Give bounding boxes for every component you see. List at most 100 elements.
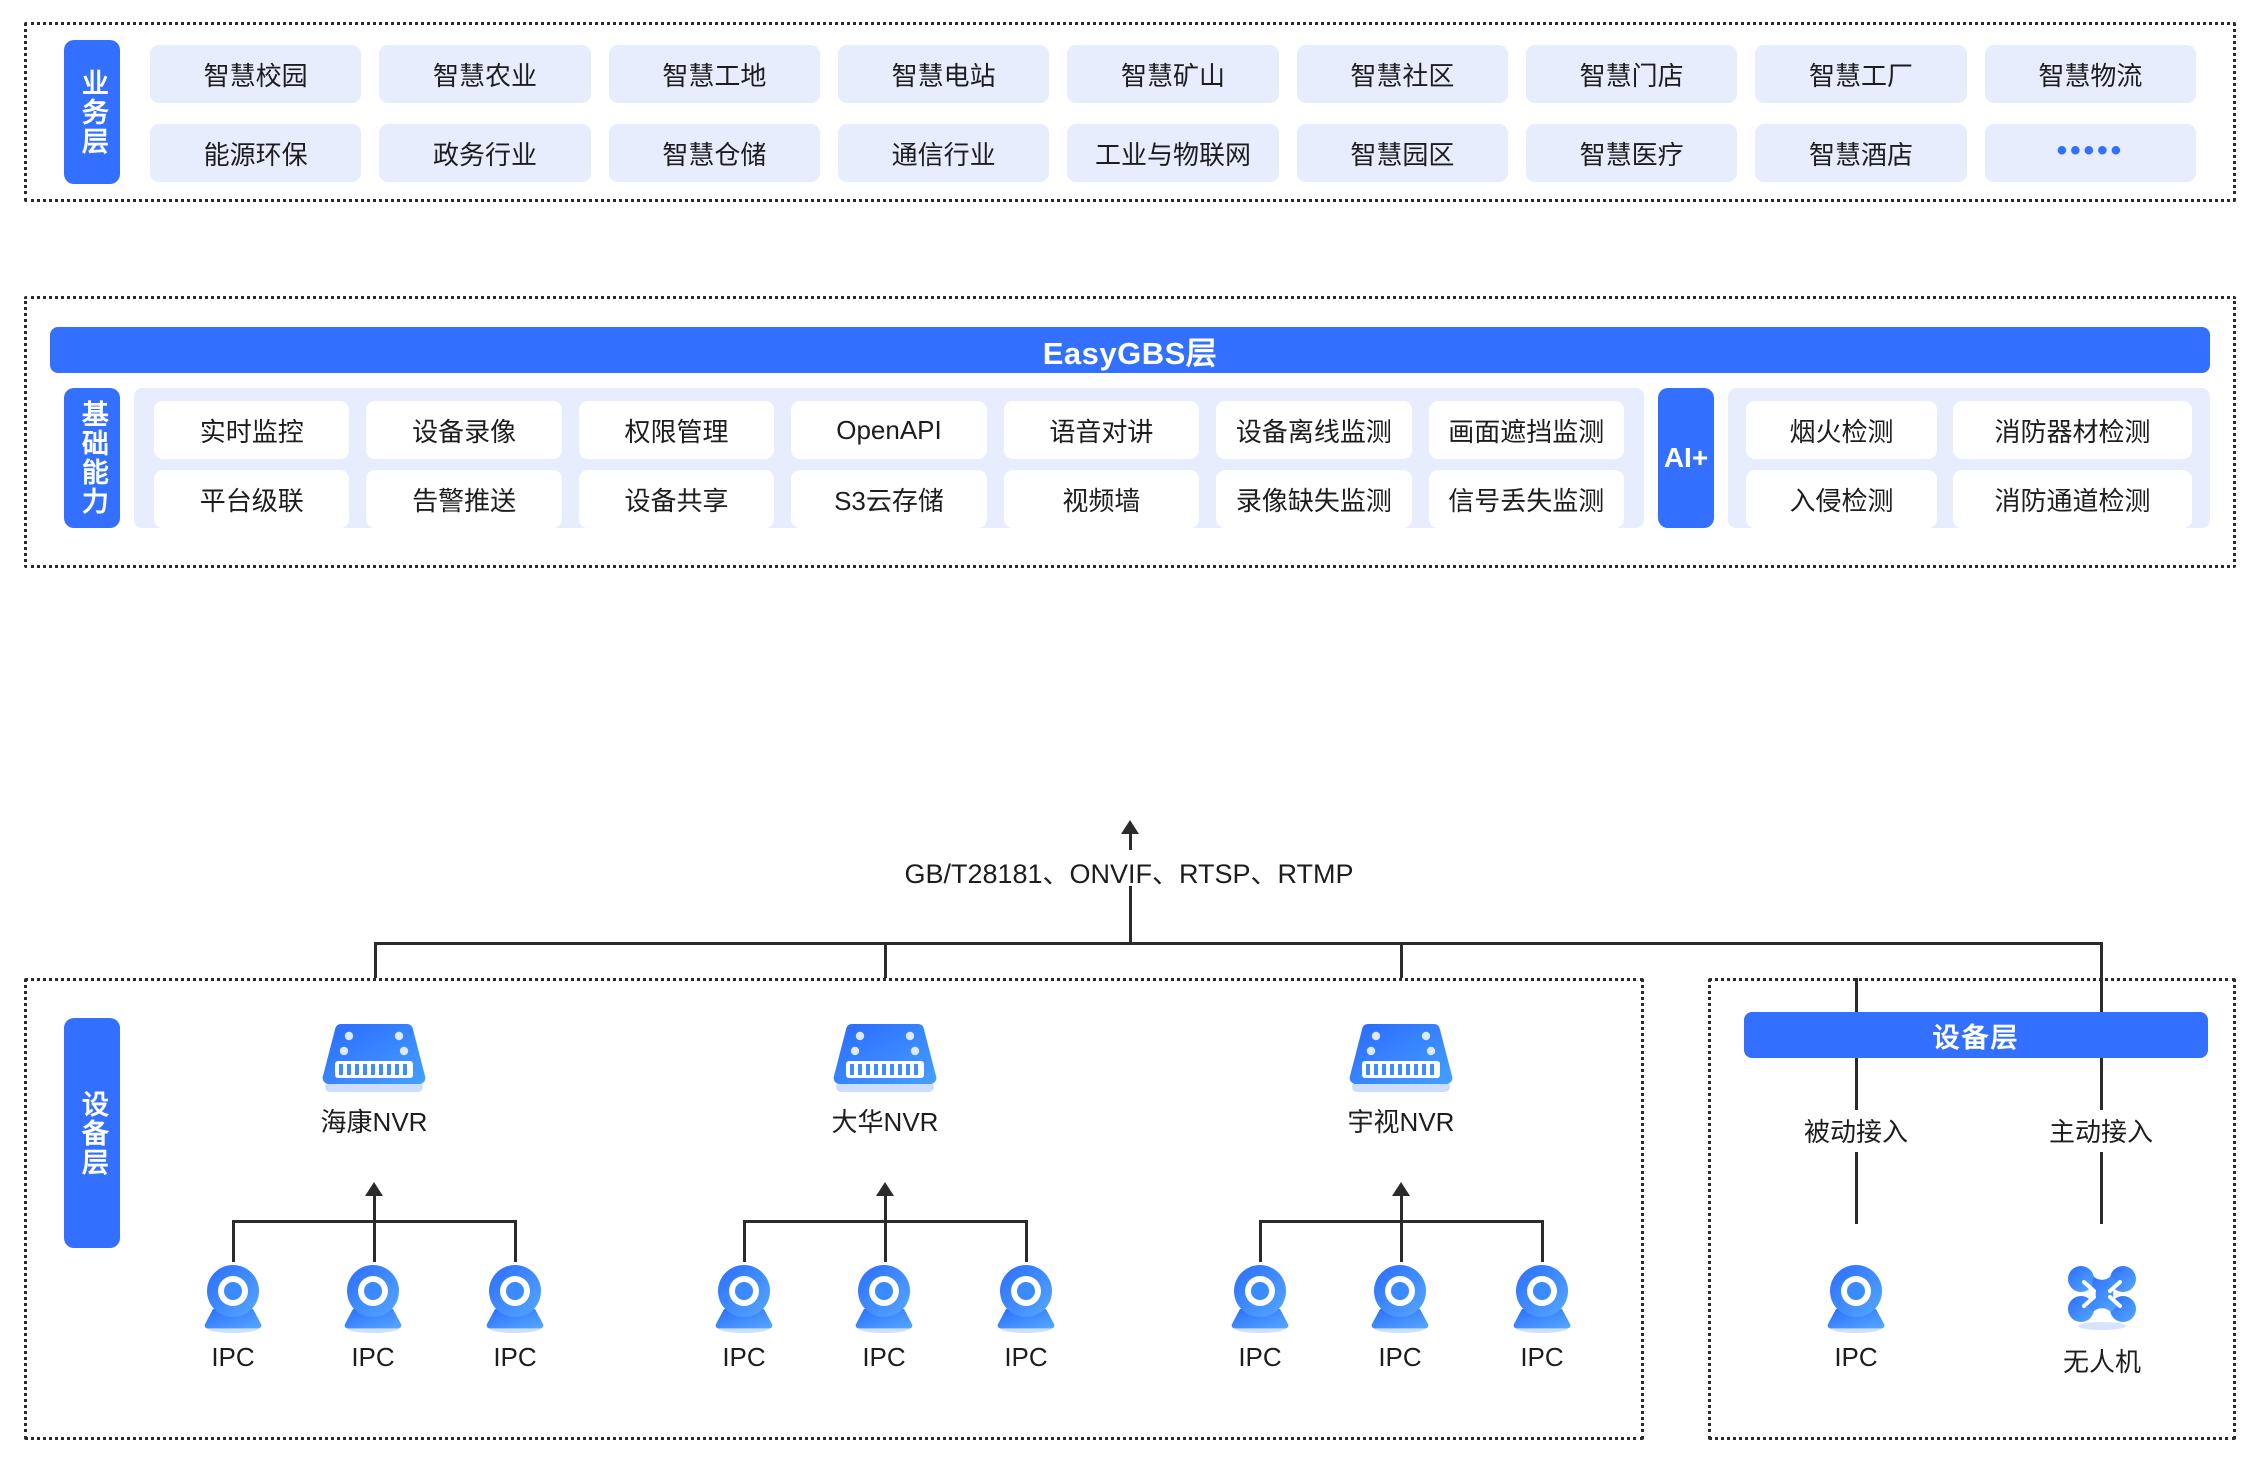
capability-chip[interactable]: 设备离线监测 xyxy=(1216,401,1412,459)
access-ipc-label: IPC xyxy=(1834,1342,1878,1372)
access-active-line-bottom xyxy=(2100,1152,2103,1224)
drone-node[interactable]: 无人机 xyxy=(2063,1262,2141,1379)
nvr-label: 宇视NVR xyxy=(1347,1107,1455,1137)
nvr-node-uniview[interactable]: 宇视NVR xyxy=(1342,1020,1460,1139)
nvr-label: 海康NVR xyxy=(320,1107,428,1137)
nvr2-uplink-arrow xyxy=(876,1182,894,1196)
business-chip[interactable]: 政务行业 xyxy=(379,124,591,182)
ipc-node[interactable]: IPC xyxy=(339,1262,407,1373)
ai-chip[interactable]: 入侵检测 xyxy=(1746,470,1938,528)
capability-chip[interactable]: 权限管理 xyxy=(578,401,775,459)
nvr2-cam-branch-1 xyxy=(743,1220,746,1262)
drone-label: 无人机 xyxy=(2063,1347,2142,1377)
business-chip[interactable]: 智慧校园 xyxy=(150,45,362,103)
business-chip[interactable]: 智慧农业 xyxy=(379,45,591,103)
ipc-camera-icon xyxy=(997,1265,1055,1333)
ipc-camera-icon xyxy=(1231,1265,1289,1333)
nvr-node-haikang[interactable]: 海康NVR xyxy=(315,1020,433,1139)
nvr-icon xyxy=(1349,1024,1453,1092)
device-layer-side-label: 设备层 xyxy=(64,1018,120,1248)
business-chip[interactable]: 智慧工地 xyxy=(608,45,820,103)
business-row-1: 智慧校园 智慧农业 智慧工地 智慧电站 智慧矿山 智慧社区 智慧门店 智慧工厂 … xyxy=(150,45,2196,103)
ipc-node[interactable]: IPC xyxy=(850,1262,918,1373)
ipc-node[interactable]: IPC xyxy=(992,1262,1060,1373)
capability-chip[interactable]: 告警推送 xyxy=(366,470,562,528)
uplink-stem-bottom xyxy=(1128,832,1132,850)
nvr3-uplink-stem xyxy=(1399,1194,1403,1222)
capability-row-1: 实时监控 设备录像 权限管理 OpenAPI 语音对讲 设备离线监测 画面遮挡监… xyxy=(154,401,1624,459)
capability-chip[interactable]: 语音对讲 xyxy=(1003,401,1200,459)
access-ipc-node[interactable]: IPC xyxy=(1822,1262,1890,1373)
nvr1-uplink-stem xyxy=(372,1194,376,1222)
capability-chip[interactable]: 信号丢失监测 xyxy=(1428,470,1624,528)
business-chip[interactable]: 智慧矿山 xyxy=(1067,45,1279,103)
ai-row-2: 入侵检测 消防通道检测 xyxy=(1746,470,2192,528)
ipc-label: IPC xyxy=(862,1342,906,1372)
uplink-arrow-bottom xyxy=(1121,820,1139,834)
business-chip[interactable]: 智慧仓储 xyxy=(608,124,820,182)
ipc-camera-icon xyxy=(1513,1265,1571,1333)
downlink-bus xyxy=(374,942,2102,945)
capability-chip[interactable]: 录像缺失监测 xyxy=(1216,470,1412,528)
ai-chip[interactable]: 消防通道检测 xyxy=(1953,470,2192,528)
ipc-camera-icon xyxy=(1827,1265,1885,1333)
ipc-node[interactable]: IPC xyxy=(1508,1262,1576,1373)
capability-row-2: 平台级联 告警推送 设备共享 S3云存储 视频墙 录像缺失监测 信号丢失监测 xyxy=(154,470,1624,528)
uplink-stem-bottom-lower xyxy=(1128,886,1132,944)
active-access-label: 主动接入 xyxy=(2048,1117,2153,1147)
nvr3-uplink-arrow xyxy=(1392,1182,1410,1196)
business-chip[interactable]: 智慧工厂 xyxy=(1755,45,1967,103)
nvr3-cam-branch-3 xyxy=(1541,1220,1544,1262)
easygbs-title-bar: EasyGBS层 xyxy=(50,327,2210,373)
drone-icon xyxy=(2068,1266,2136,1330)
business-chip[interactable]: 智慧社区 xyxy=(1296,45,1508,103)
nvr3-cam-branch-1 xyxy=(1259,1220,1262,1262)
ai-capability-panel: 烟火检测 消防器材检测 入侵检测 消防通道检测 xyxy=(1728,388,2210,528)
capability-chip[interactable]: 设备录像 xyxy=(366,401,562,459)
ipc-node[interactable]: IPC xyxy=(199,1262,267,1373)
nvr2-uplink-stem xyxy=(883,1194,887,1222)
capability-chip[interactable]: S3云存储 xyxy=(791,470,987,528)
business-chip[interactable]: 智慧医疗 xyxy=(1525,124,1738,182)
ipc-label: IPC xyxy=(1238,1342,1282,1372)
ipc-camera-icon xyxy=(1371,1265,1429,1333)
business-chip[interactable]: 智慧园区 xyxy=(1296,124,1508,182)
capability-chip[interactable]: 视频墙 xyxy=(1003,470,1200,528)
passive-access-label: 被动接入 xyxy=(1803,1117,1908,1147)
business-chip[interactable]: 智慧酒店 xyxy=(1755,124,1967,182)
business-chip[interactable]: 工业与物联网 xyxy=(1067,124,1279,182)
business-chip[interactable]: 智慧电站 xyxy=(837,45,1050,103)
ipc-label: IPC xyxy=(1520,1342,1564,1372)
business-row-2: 能源环保 政务行业 智慧仓储 通信行业 工业与物联网 智慧园区 智慧医疗 智慧酒… xyxy=(150,124,2196,182)
ipc-node[interactable]: IPC xyxy=(1366,1262,1434,1373)
business-chip[interactable]: 通信行业 xyxy=(837,124,1050,182)
ai-chip[interactable]: 烟火检测 xyxy=(1746,401,1938,459)
ipc-node[interactable]: IPC xyxy=(481,1262,549,1373)
nvr1-uplink-arrow xyxy=(365,1182,383,1196)
ai-chip[interactable]: 消防器材检测 xyxy=(1953,401,2192,459)
business-chip[interactable]: 智慧物流 xyxy=(1984,45,2196,103)
capability-chip[interactable]: 实时监控 xyxy=(154,401,350,459)
nvr-node-dahua[interactable]: 大华NVR xyxy=(826,1020,944,1139)
nvr1-cam-branch-2 xyxy=(372,1220,376,1262)
access-passive-line-top xyxy=(1855,978,1858,1012)
ipc-camera-icon xyxy=(855,1265,913,1333)
ipc-label: IPC xyxy=(1004,1342,1048,1372)
nvr-icon xyxy=(833,1024,937,1092)
ipc-label: IPC xyxy=(1378,1342,1422,1372)
business-chip-more[interactable]: ••••• xyxy=(1984,124,2196,182)
ai-plus-side-label: AI+ xyxy=(1658,388,1714,528)
capability-chip[interactable]: OpenAPI xyxy=(791,401,987,459)
ipc-node[interactable]: IPC xyxy=(1226,1262,1294,1373)
ipc-node[interactable]: IPC xyxy=(710,1262,778,1373)
ipc-camera-icon xyxy=(486,1265,544,1333)
business-chip[interactable]: 能源环保 xyxy=(150,124,362,182)
nvr1-cam-branch-3 xyxy=(514,1220,517,1262)
business-chip[interactable]: 智慧门店 xyxy=(1525,45,1738,103)
capability-chip[interactable]: 平台级联 xyxy=(154,470,350,528)
capability-chip[interactable]: 画面遮挡监测 xyxy=(1428,401,1624,459)
access-passive-line-mid xyxy=(1855,1058,1858,1110)
capability-chip[interactable]: 设备共享 xyxy=(578,470,775,528)
nvr1-cam-branch-1 xyxy=(232,1220,235,1262)
ipc-camera-icon xyxy=(715,1265,773,1333)
